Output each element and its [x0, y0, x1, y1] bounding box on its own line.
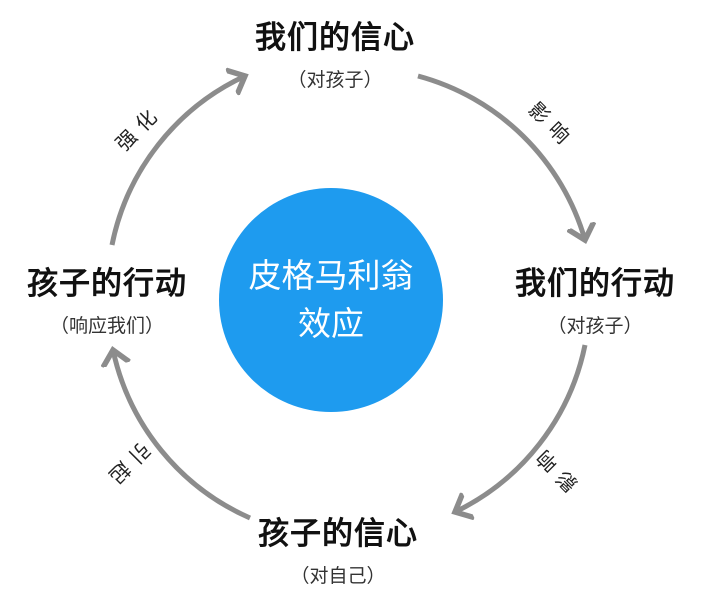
center-title-line1: 皮格马利翁	[248, 256, 414, 295]
arrow-top-left	[109, 76, 245, 246]
center-circle: 皮格马利翁 效应	[219, 188, 443, 412]
arrow-bottom-right	[455, 344, 588, 512]
center-title-line2: 效应	[298, 304, 364, 343]
node-bottom: 孩子的信心 （对自己）	[228, 508, 448, 588]
arrow-top-right	[417, 73, 585, 240]
node-title: 我们的信心	[255, 20, 415, 56]
node-subtitle: （对孩子）	[547, 315, 643, 337]
node-title: 孩子的信心	[258, 516, 418, 552]
node-subtitle: （响应我们）	[49, 315, 164, 337]
node-title: 我们的行动	[515, 266, 675, 302]
node-left: 孩子的行动 （响应我们）	[2, 258, 212, 338]
node-subtitle: （对孩子）	[287, 69, 383, 91]
node-subtitle: （对自己）	[290, 565, 386, 587]
arrow-bottom-left	[113, 350, 252, 521]
node-top: 我们的信心 （对孩子）	[225, 12, 445, 92]
node-title: 孩子的行动	[27, 266, 187, 302]
node-right: 我们的行动 （对孩子）	[490, 258, 700, 338]
